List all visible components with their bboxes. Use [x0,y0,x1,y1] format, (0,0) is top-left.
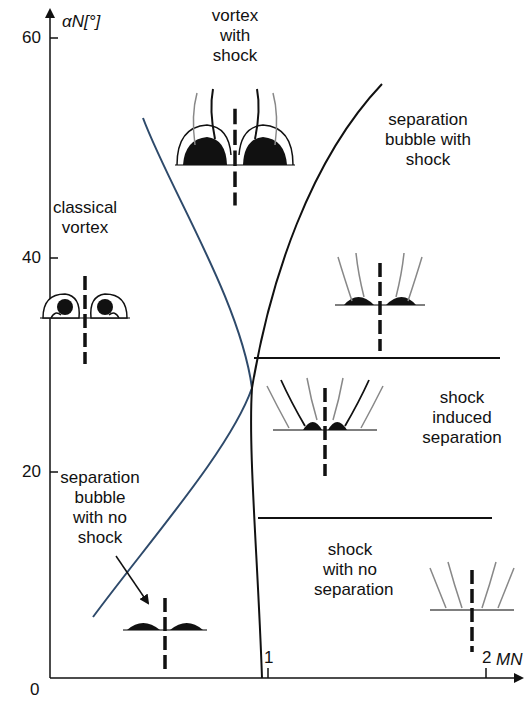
x-tick [485,668,487,678]
tick-label: 0 [30,680,39,700]
tick-label: 1 [264,648,273,668]
region-label: shock with no separation [314,540,386,600]
flow-icon [175,89,295,206]
tick-label: 20 [22,462,41,482]
region-label: classical vortex [45,198,125,238]
x-axis [50,677,522,679]
flow-icon [267,378,383,476]
y-tick [50,37,58,39]
leader-arrow [116,556,148,603]
region-label: separation bubble with shock [382,110,474,170]
axis-title: MN [496,650,522,670]
x-tick [267,668,269,678]
region-label: vortex with shock [205,6,265,66]
region-label: separation bubble with no shock [58,468,142,548]
regime-boundary [254,357,500,359]
y-tick [50,257,58,259]
axis-title: αN[°] [62,12,100,32]
tick-label: 2 [482,648,491,668]
flow-icon [335,253,425,351]
region-label: shock induced separation [417,388,507,448]
flow-icon [123,598,207,672]
flow-icon [40,276,130,364]
y-axis [49,10,51,678]
y-tick [50,471,58,473]
flow-icon [430,562,514,652]
tick-label: 60 [22,28,41,48]
tick-label: 40 [22,248,41,268]
regime-boundary [258,517,492,519]
